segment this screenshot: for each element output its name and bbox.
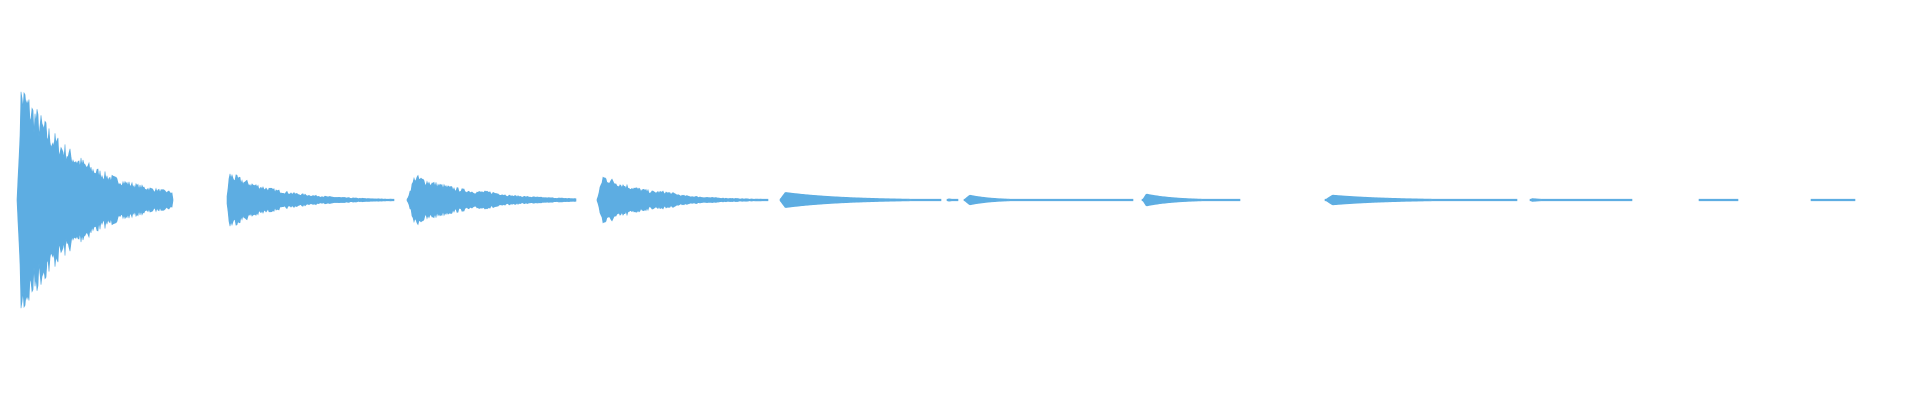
waveform-segment (226, 173, 395, 227)
waveform-segment (16, 91, 174, 309)
waveform-segment (1529, 198, 1633, 202)
waveform-segment (596, 176, 769, 224)
waveform-segment (779, 192, 942, 208)
waveform-segment (406, 174, 577, 226)
waveform-segment (963, 194, 1134, 206)
waveform-segment (1141, 193, 1241, 207)
waveform-segment (946, 198, 959, 202)
waveform-segment (1324, 194, 1518, 206)
waveform-segment (1698, 198, 1739, 202)
waveform-events (16, 91, 1856, 309)
waveform-segment (1810, 198, 1856, 202)
